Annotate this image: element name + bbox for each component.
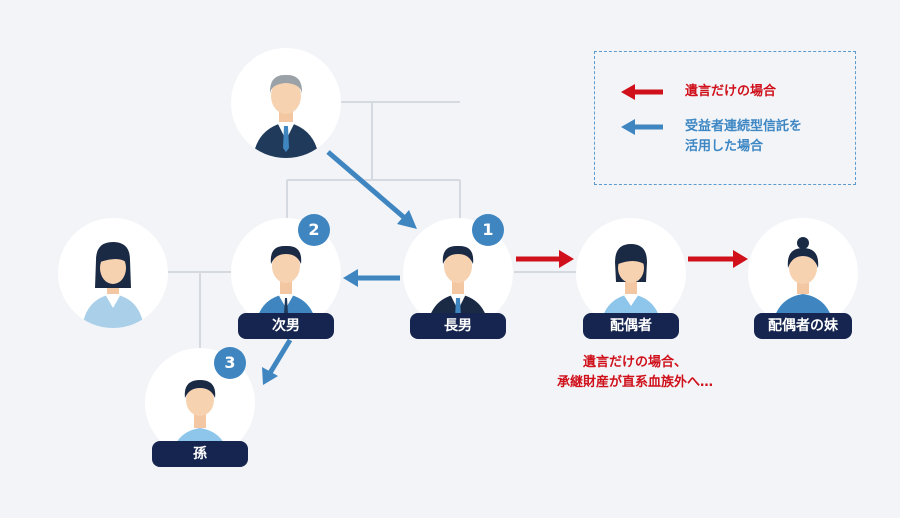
step-badge-1: 1 xyxy=(472,214,504,246)
step-badge-3: 3 xyxy=(214,347,246,379)
mago-label: 孫 xyxy=(152,441,248,467)
haigusha-node xyxy=(576,218,686,328)
haigusha-label: 配偶者 xyxy=(583,313,679,339)
woman-icon xyxy=(82,242,144,328)
note-line2: 承継財産が直系血族外へ… xyxy=(556,375,713,390)
legend-red-arrow-icon xyxy=(621,84,663,100)
note-line1: 遺言だけの場合、 xyxy=(582,355,687,370)
trust-arrow-jinan-to-mago xyxy=(262,338,293,385)
woman-with-bun-icon xyxy=(772,237,834,328)
legend-will-only: 遺言だけの場合 xyxy=(685,84,777,99)
legend: 遺言だけの場合 受益者連続型信託を 活用した場合 xyxy=(594,51,856,185)
trust-arrow-chonan-to-jinan xyxy=(343,269,400,287)
trust-arrow-father-to-chonan xyxy=(326,150,417,229)
family-tree-lines xyxy=(168,101,578,358)
will-arrow-haigusha-to-sister xyxy=(688,250,748,268)
chonan-label: 長男 xyxy=(410,313,506,339)
haigusha-sister-label: 配偶者の妹 xyxy=(754,313,852,339)
legend-blue-arrow-icon xyxy=(621,119,663,135)
jinan-label: 次男 xyxy=(238,313,334,339)
will-arrow-chonan-to-haigusha xyxy=(516,250,574,268)
haigusha-sister-node xyxy=(748,218,858,328)
spouse-of-jinan-node xyxy=(58,218,168,328)
legend-trust-line1: 受益者連続型信託を xyxy=(685,119,803,134)
legend-arrows xyxy=(621,84,663,135)
legend-trust-line2: 活用した場合 xyxy=(685,139,764,154)
elderly-man-icon xyxy=(253,74,319,158)
step-badge-2: 2 xyxy=(298,214,330,246)
will-only-note: 遺言だけの場合、 承継財産が直系血族外へ… xyxy=(500,353,770,393)
father-node xyxy=(231,48,341,158)
woman-icon xyxy=(600,244,662,328)
